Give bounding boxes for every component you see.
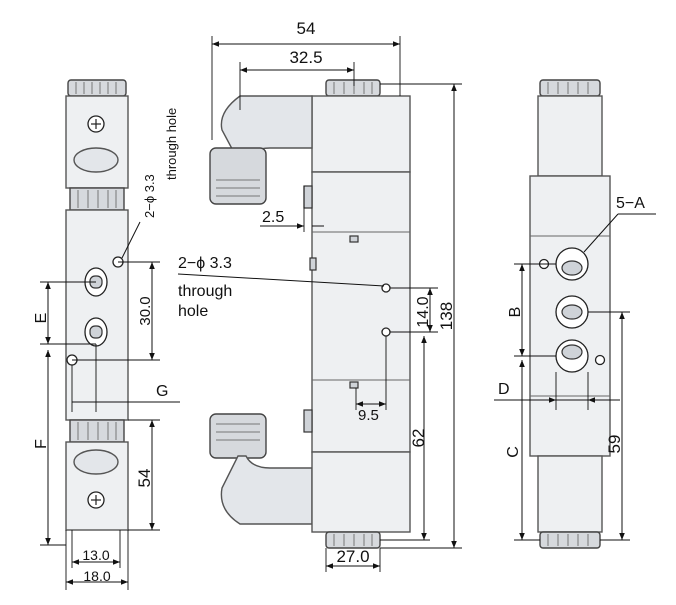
right-letter-D: D bbox=[498, 381, 510, 398]
front-dim-32: 32.5 bbox=[289, 48, 322, 67]
front-top-solenoid bbox=[311, 95, 411, 173]
right-bottom-cap bbox=[539, 531, 601, 549]
right-dim-59: 59 bbox=[605, 435, 624, 454]
left-dim-30: 30.0 bbox=[137, 296, 154, 325]
left-dim-54: 54 bbox=[135, 469, 154, 488]
front-dim-27: 27.0 bbox=[336, 547, 369, 566]
left-dim-13: 13.0 bbox=[82, 547, 109, 563]
right-mount-hole-bottom bbox=[594, 354, 606, 366]
front-bottom-plug bbox=[209, 413, 267, 459]
right-label-5A: 5−A bbox=[616, 195, 645, 212]
front-dim-138: 138 bbox=[437, 302, 456, 330]
front-hole-lower bbox=[381, 327, 391, 337]
front-hole-note-3: hole bbox=[178, 303, 208, 320]
left-hole-note-sub: through hole bbox=[164, 108, 179, 180]
front-dim-14: 14.0 bbox=[415, 296, 432, 327]
left-dim-18: 18.0 bbox=[83, 568, 110, 584]
left-side-view: 13.0 18.0 30.0 54 E F G 2−ϕ 3.3 through … bbox=[33, 79, 180, 590]
front-hole-upper bbox=[381, 283, 391, 293]
right-letter-C: C bbox=[505, 446, 522, 458]
front-dim-9-5: 9.5 bbox=[358, 407, 379, 424]
left-letter-F: F bbox=[33, 439, 50, 449]
left-letter-G: G bbox=[156, 383, 168, 400]
right-top-solenoid bbox=[537, 95, 603, 177]
front-dim-54: 54 bbox=[297, 19, 316, 38]
left-main-body bbox=[65, 209, 129, 421]
right-port-leader bbox=[583, 213, 619, 253]
front-dim-2-5: 2.5 bbox=[262, 209, 284, 226]
left-letter-E: E bbox=[33, 313, 50, 324]
right-port-view: 5−A B D C 59 bbox=[494, 79, 656, 549]
right-bottom-solenoid bbox=[537, 455, 603, 533]
right-top-cap bbox=[539, 79, 601, 97]
front-hole-note-1: 2−ϕ 3.3 bbox=[178, 255, 232, 272]
right-letter-B: B bbox=[507, 307, 524, 318]
front-hole-note-2: through bbox=[178, 283, 232, 300]
front-side-tab-top bbox=[303, 185, 313, 209]
front-dim-62: 62 bbox=[409, 429, 428, 448]
front-view: 54 32.5 2.5 2−ϕ 3.3 through hole 14.0 9.… bbox=[177, 19, 462, 572]
left-top-cap bbox=[67, 79, 127, 97]
front-bottom-connector bbox=[220, 455, 313, 525]
front-top-plug bbox=[209, 147, 267, 205]
front-bottom-solenoid bbox=[311, 451, 411, 533]
left-top-cap-ridges bbox=[75, 82, 117, 94]
front-side-tab-bottom bbox=[303, 409, 313, 433]
front-hole-leader bbox=[177, 273, 385, 287]
left-hole-note: 2−ϕ 3.3 bbox=[142, 174, 157, 218]
left-top-coil bbox=[65, 95, 129, 189]
left-top-knob bbox=[73, 147, 119, 173]
